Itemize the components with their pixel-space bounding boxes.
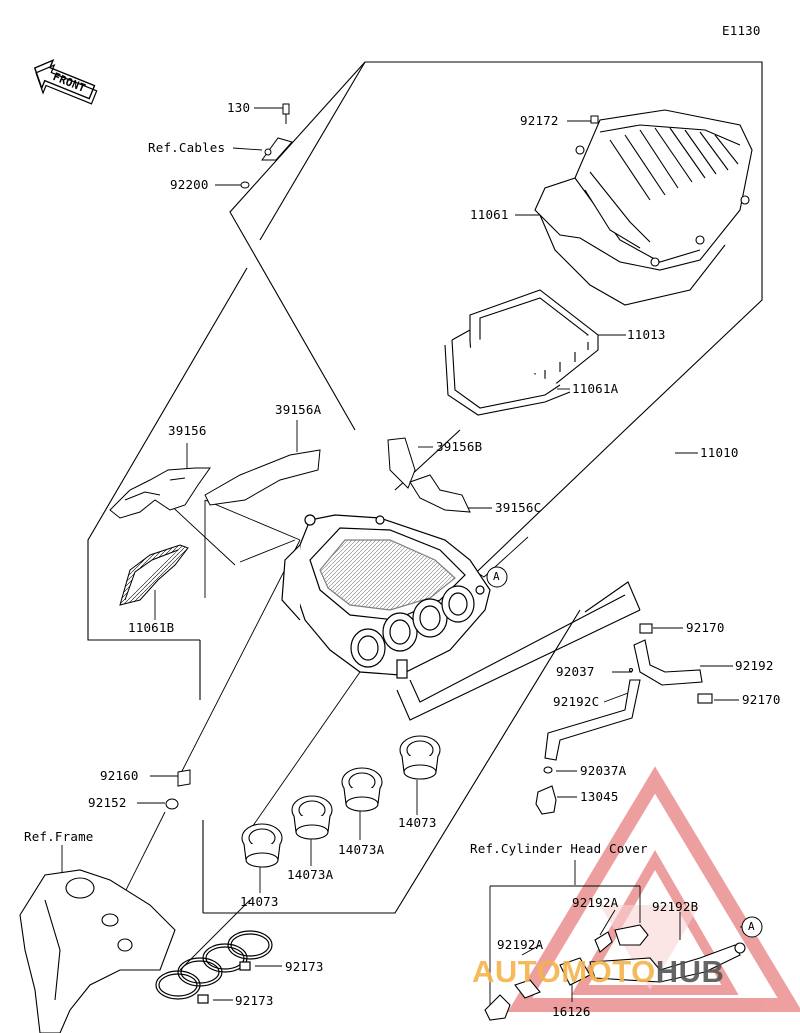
callout-11013: 11013 [627, 327, 666, 342]
callout-39156A: 39156A [275, 402, 322, 417]
callout-92200: 92200 [170, 177, 209, 192]
callout-ref-frame: Ref.Frame [24, 829, 94, 844]
marker-a-circle [486, 566, 508, 588]
frame-sketch [19, 869, 176, 1033]
air-filter-element [444, 289, 599, 416]
callout-39156: 39156 [168, 423, 207, 438]
breather-valve-parts [484, 924, 746, 1021]
watermark-part3: HUB [655, 954, 725, 989]
callout-39156C: 39156C [495, 500, 542, 515]
callout-13045: 13045 [580, 789, 619, 804]
callout-92172: 92172 [520, 113, 559, 128]
callout-39156B: 39156B [436, 439, 483, 454]
callout-16126: 16126 [552, 1004, 591, 1019]
callout-14073A-mid: 14073A [338, 842, 385, 857]
diagram-code: E1130 [722, 23, 761, 38]
callout-14073-left: 14073 [240, 894, 279, 909]
watermark-part2: MOTO [561, 954, 656, 989]
callout-92173-right: 92173 [285, 959, 324, 974]
front-arrow-icon [33, 58, 98, 105]
callout-11061: 11061 [470, 207, 509, 222]
callout-92152: 92152 [88, 795, 127, 810]
marker-a-mid: A [493, 570, 500, 583]
callout-14073-right: 14073 [398, 815, 437, 830]
callout-92192A-top: 92192A [572, 895, 619, 910]
callout-92170-top: 92170 [686, 620, 725, 635]
marker-a-bottom: A [748, 920, 755, 933]
callout-92192: 92192 [735, 658, 774, 673]
callout-92170-bottom: 92170 [742, 692, 781, 707]
callout-92192A-left: 92192A [497, 937, 544, 952]
callout-11010: 11010 [700, 445, 739, 460]
callout-92037A: 92037A [580, 763, 627, 778]
reference-markers [486, 566, 763, 938]
callout-11061B: 11061B [128, 620, 175, 635]
watermark-part1: AUTO [472, 954, 562, 989]
air-cleaner-housing [281, 514, 491, 679]
callout-130: 130 [227, 100, 251, 115]
callout-14073A-left: 14073A [287, 867, 334, 882]
air-duct-pieces [109, 437, 471, 606]
watermark-logo [507, 766, 800, 1012]
air-cleaner-cover [534, 109, 753, 306]
grommets [165, 769, 191, 810]
callout-11061A: 11061A [572, 381, 619, 396]
callout-92173-left: 92173 [235, 993, 274, 1008]
callout-92160: 92160 [100, 768, 139, 783]
callout-ref-cylinder-head-cover: Ref.Cylinder Head Cover [470, 841, 648, 856]
bracket-parts [240, 103, 599, 189]
assembly-outline [87, 61, 763, 914]
callout-92037: 92037 [556, 664, 595, 679]
callout-92192B: 92192B [652, 899, 699, 914]
callout-ref-cables: Ref.Cables [148, 140, 226, 155]
watermark-text: AUTOMOTOHUB [472, 954, 724, 990]
callout-92192C: 92192C [553, 694, 600, 709]
breather-hoses [535, 623, 713, 815]
hose-clamps [155, 930, 273, 1004]
intake-funnels [241, 735, 441, 868]
marker-a-circle [741, 916, 763, 938]
